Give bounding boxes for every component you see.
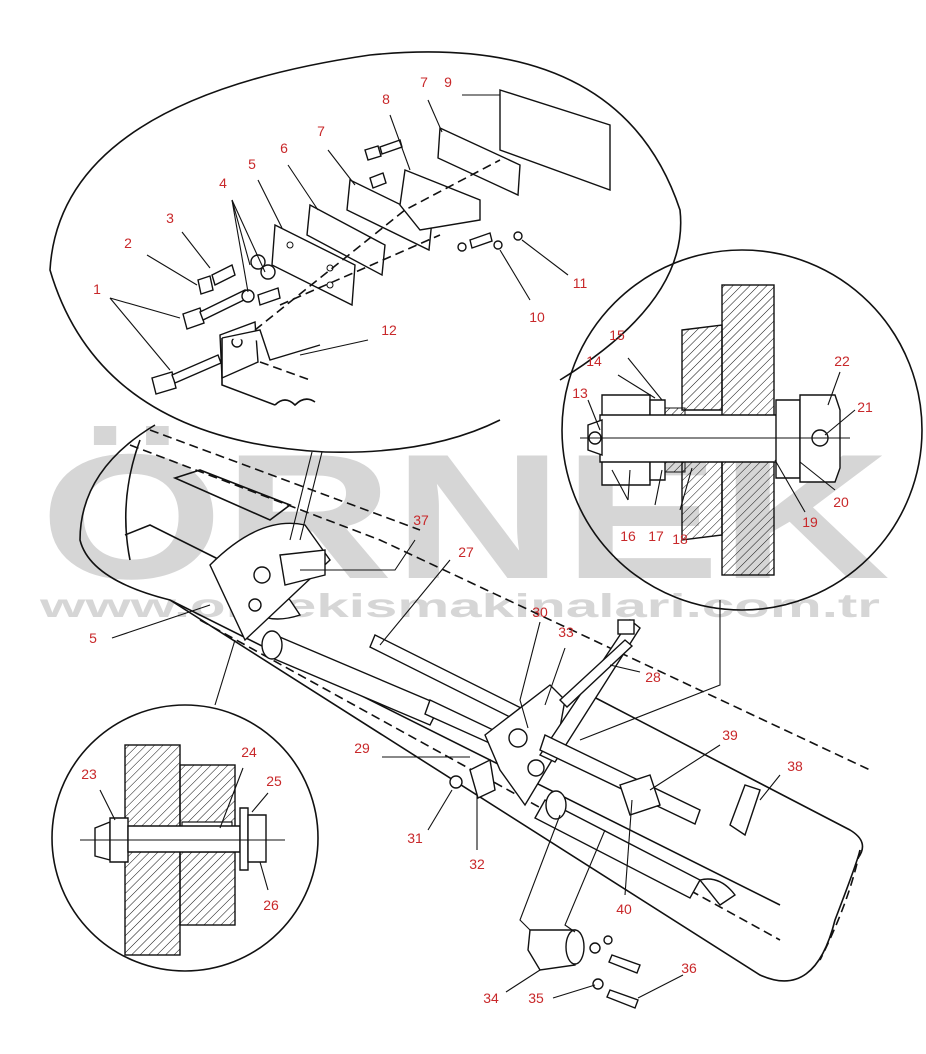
callout-20: 20 — [833, 494, 849, 510]
callout-9: 9 — [444, 74, 452, 90]
callout-7b: 7 — [420, 74, 428, 90]
callout-12: 12 — [381, 322, 397, 338]
callout-36: 36 — [681, 960, 697, 976]
callout-26: 26 — [263, 897, 279, 913]
callout-25: 25 — [266, 773, 282, 789]
right-detail-circle — [561, 249, 923, 611]
callout-19: 19 — [802, 514, 818, 530]
callout-5: 5 — [248, 156, 256, 172]
callout-28: 28 — [645, 669, 661, 685]
main-beam-assembly — [79, 424, 871, 1009]
callout-6: 6 — [280, 140, 288, 156]
callout-37: 37 — [413, 512, 429, 528]
callout-7a: 7 — [317, 123, 325, 139]
callout-40: 40 — [616, 901, 632, 917]
callout-24: 24 — [241, 744, 257, 760]
callout-14: 14 — [586, 353, 602, 369]
callout-18: 18 — [672, 531, 688, 547]
callout-38: 38 — [787, 758, 803, 774]
callout-4: 4 — [219, 175, 227, 191]
callout-29: 29 — [354, 740, 370, 756]
callout-27: 27 — [458, 544, 474, 560]
callout-3: 3 — [166, 210, 174, 226]
callouts: 1 2 3 4 5 6 7 7 8 9 10 11 12 13 14 15 16… — [81, 74, 873, 1006]
callout-15: 15 — [609, 327, 625, 343]
callout-21: 21 — [857, 399, 873, 415]
callout-31: 31 — [407, 830, 423, 846]
callout-13: 13 — [572, 385, 588, 401]
callout-33: 33 — [558, 624, 574, 640]
leader-lines — [99, 94, 856, 999]
left-detail-circle — [51, 639, 319, 972]
callout-16: 16 — [620, 528, 636, 544]
callout-10: 10 — [529, 309, 545, 325]
callout-2: 2 — [124, 235, 132, 251]
callout-32: 32 — [469, 856, 485, 872]
callout-5b: 5 — [89, 630, 97, 646]
callout-23: 23 — [81, 766, 97, 782]
callout-30: 30 — [532, 604, 548, 620]
callout-17: 17 — [648, 528, 664, 544]
callout-8: 8 — [382, 91, 390, 107]
top-detail-oval — [49, 51, 682, 541]
watermark-url: www.ornekismakinalari.com.tr — [38, 587, 880, 624]
callout-34: 34 — [483, 990, 499, 1006]
callout-39: 39 — [722, 727, 738, 743]
callout-11: 11 — [573, 275, 588, 291]
callout-35: 35 — [528, 990, 544, 1006]
callout-22: 22 — [834, 353, 850, 369]
callout-1: 1 — [93, 281, 101, 297]
